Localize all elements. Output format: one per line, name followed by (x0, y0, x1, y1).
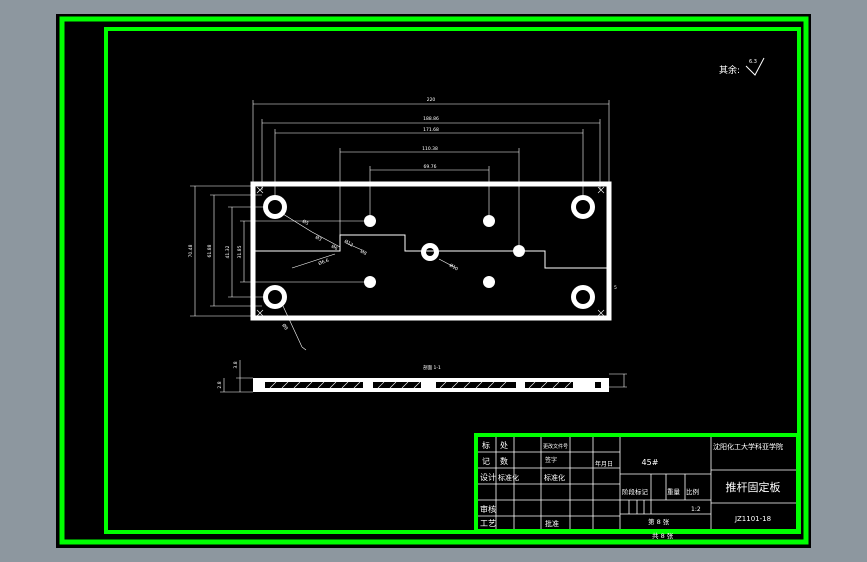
dim-height-2: 61.88 (207, 244, 213, 257)
section-dimension-lines (220, 360, 627, 393)
callout-6: Ø6.6 (317, 257, 330, 267)
section-thickness: 3.8 (233, 361, 239, 368)
dim-hole-spacing-outer: 188.86 (423, 116, 439, 122)
tb-org: 沈阳化工大学科亚学院 (713, 442, 783, 451)
corner-holes (263, 195, 595, 309)
dim-hole-spacing-mid: 171.68 (423, 127, 439, 133)
dim-pin-spacing-narrow: 69.76 (424, 164, 437, 170)
tb-design: 设计 (480, 472, 496, 482)
surface-roughness-note: 其余: 6.3 (719, 57, 765, 76)
title-block-frame (474, 433, 800, 533)
horizontal-dimension-texts: 220 188.86 171.68 110.38 69.76 (422, 97, 439, 170)
tb-r2-c2: 数 (500, 456, 508, 466)
roughness-value: 6.3 (749, 59, 757, 65)
callout-8: Ø8 (280, 322, 289, 331)
callout-3: Ø6 (330, 243, 339, 252)
dim-height-4: 31.85 (237, 245, 243, 258)
pin-hole (364, 215, 376, 227)
tb-design-std: 标准化 (498, 473, 519, 482)
horizontal-dimensions (252, 100, 610, 245)
section-depth: 2.8 (217, 381, 223, 388)
section-hatch-bands (265, 382, 601, 388)
hole-centerlines (256, 186, 605, 317)
tb-r1-c2: 处 (500, 440, 508, 450)
pin-hole (483, 276, 495, 288)
tb-std: 标准化 (544, 473, 565, 482)
tb-process: 工艺 (480, 519, 496, 528)
vertical-dimensions (190, 185, 364, 317)
tb-approve: 批准 (545, 519, 559, 528)
tb-drawing-no: JZ1101-18 (734, 515, 771, 523)
roughness-label: 其余: (719, 64, 740, 76)
tb-r2-c1: 记 (482, 457, 490, 466)
dim-height-3: 41.32 (225, 245, 231, 258)
tb-sheet-no: 第 8 张 (648, 517, 670, 526)
vertical-dimension-texts: 70.48 61.88 41.32 31.85 (188, 244, 243, 258)
dim-right-tick: 5 (614, 285, 617, 291)
tb-part-name: 推杆固定板 (726, 480, 781, 494)
model-space-background (56, 14, 811, 548)
pin-hole (364, 276, 376, 288)
corner-hole-inner (576, 290, 590, 304)
inner-frame (104, 27, 801, 534)
plan-view (250, 181, 612, 321)
tb-stage-mark: 阶段标记 (622, 487, 649, 496)
title-block-grid (478, 437, 796, 529)
leader-lines (282, 213, 457, 351)
callout-1: Ø5 (301, 218, 310, 227)
tb-r1-c1: 标 (482, 440, 490, 450)
tb-date: 年月日 (595, 460, 613, 468)
tb-scale-label: 比例 (686, 487, 699, 496)
outer-frame (59, 16, 809, 545)
section-outline (253, 378, 609, 392)
callout-4: Ø12 (343, 238, 355, 249)
callout-2: Ø3 (314, 234, 323, 243)
leader-texts: Ø5 Ø3 Ø6 Ø12 Ø8 Ø6.6 Ø10 Ø8 5 (280, 218, 617, 332)
section-view: 剖面 1-1 (217, 360, 627, 393)
roughness-symbol (745, 57, 765, 76)
tb-signature: 签字 (545, 456, 557, 464)
tb-material: 45# (642, 458, 659, 467)
corner-hole-inner (268, 290, 282, 304)
tb-change-file: 更改文件号 (543, 443, 568, 450)
pin-holes (364, 215, 525, 288)
pin-hole (483, 215, 495, 227)
dim-overall-width: 220 (427, 97, 436, 103)
corner-hole-inner (576, 200, 590, 214)
center-hole-core (426, 248, 434, 256)
title-block: 标 处 记 数 设计 标准化 审核 工艺 更改文件号 签字 标准化 批准 年月日… (474, 433, 800, 540)
tb-review: 审核 (480, 504, 496, 514)
callout-7: Ø10 (448, 262, 460, 273)
tb-sheet-total: 共 8 张 (652, 531, 674, 540)
tb-weight: 重量 (667, 488, 681, 496)
dim-overall-height: 70.48 (188, 244, 194, 257)
section-cut-line (253, 234, 609, 269)
title-block-texts: 标 处 记 数 设计 标准化 审核 工艺 更改文件号 签字 标准化 批准 年月日… (480, 440, 783, 540)
callout-5: Ø8 (359, 248, 368, 257)
dim-pin-spacing-wide: 110.38 (422, 146, 438, 152)
section-title: 剖面 1-1 (423, 364, 441, 371)
section-hatch-lines (269, 381, 572, 389)
corner-hole-inner (268, 200, 282, 214)
drawing-frame (59, 16, 809, 545)
tb-scale-value: 1:2 (691, 506, 701, 513)
